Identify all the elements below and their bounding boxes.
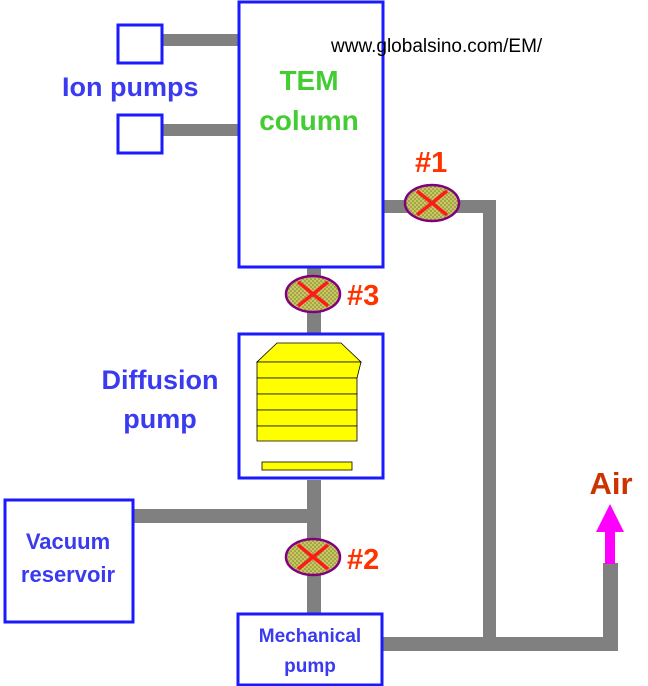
tem-column-label-line1: TEM [279, 65, 338, 96]
valve-3-label: #3 [347, 280, 379, 312]
pipes [134, 34, 618, 651]
fin [256, 393, 358, 411]
ion-pump-top [116, 23, 164, 65]
vacuum-reservoir-label-line1: Vacuum [26, 529, 110, 554]
fin [256, 425, 358, 442]
pipe-ion-pump-top [163, 34, 240, 46]
tem-column [237, 0, 385, 269]
diffusion-fins [255, 342, 363, 471]
pipe-right-vertical [483, 200, 496, 650]
ion-pumps-label: Ion pumps [62, 72, 199, 102]
fin [256, 377, 358, 395]
fin [256, 409, 358, 427]
vacuum-reservoir [3, 498, 135, 624]
pipe-air-vertical [603, 563, 618, 651]
pipe-reservoir [134, 509, 321, 523]
valve-2-label: #2 [347, 544, 379, 576]
valve-2 [284, 537, 342, 577]
ion-pump-bottom [116, 113, 164, 155]
pipe-ion-pump-bottom [163, 124, 240, 136]
pipe-mechanical-bottom [382, 637, 618, 651]
tem-column-label-line2: column [259, 105, 359, 136]
mechanical-pump-label-line1: Mechanical [259, 626, 361, 647]
air-label: Air [589, 466, 632, 501]
mechanical-pump-label-line2: pump [284, 656, 336, 677]
diffusion-pump-label-line1: Diffusion [102, 365, 219, 395]
vacuum-reservoir-label-line2: reservoir [21, 562, 116, 587]
valve-3 [284, 274, 342, 314]
mechanical-pump [236, 612, 384, 686]
diffusion-pump-label-line2: pump [123, 404, 197, 434]
diffusion-base-plate [261, 461, 353, 471]
watermark: www.globalsino.com/EM/ [330, 36, 543, 57]
valve-1 [403, 183, 461, 223]
valve-1-label: #1 [415, 147, 447, 179]
air-arrow-icon [596, 504, 624, 564]
